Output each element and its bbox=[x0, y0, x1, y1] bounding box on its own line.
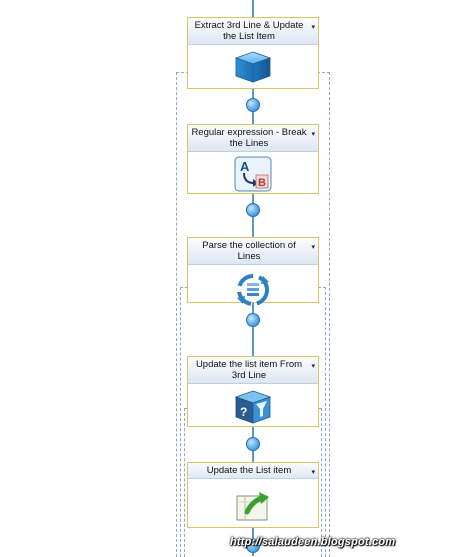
expand-chevron-icon[interactable]: ▾ bbox=[311, 131, 315, 138]
loop-arrows-icon bbox=[237, 274, 269, 306]
activity-body bbox=[188, 479, 318, 531]
blue-box-icon bbox=[234, 51, 272, 83]
expand-chevron-icon[interactable]: ▾ bbox=[311, 363, 315, 370]
activity-parse-collection[interactable]: Parse the collection of Lines ▾ bbox=[187, 237, 319, 306]
green-arrow-document-icon bbox=[236, 492, 269, 521]
activity-header[interactable]: Regular expression - Break the Lines ▾ bbox=[188, 125, 318, 152]
blog-watermark: http://salaudeen.blogspot.com bbox=[230, 536, 396, 548]
connector-drop-point[interactable] bbox=[246, 539, 260, 553]
expand-chevron-icon[interactable]: ▾ bbox=[311, 244, 315, 251]
connector-drop-point[interactable] bbox=[246, 98, 260, 112]
activity-title: Update the list item From 3rd Line bbox=[195, 359, 303, 381]
activity-update-from-3rd-line[interactable]: Update the list item From 3rd Line ▾ ? bbox=[187, 356, 319, 427]
svg-text:B: B bbox=[258, 177, 266, 189]
activity-body bbox=[188, 45, 318, 89]
svg-text:?: ? bbox=[240, 405, 247, 419]
activity-title: Parse the collection of Lines bbox=[202, 240, 296, 262]
activity-title: Regular expression - Break the Lines bbox=[191, 127, 307, 149]
activity-title: Update the List item bbox=[206, 465, 292, 476]
activity-title: Extract 3rd Line & Update the List Item bbox=[194, 20, 304, 42]
activity-body bbox=[188, 265, 318, 315]
activity-update-list-item[interactable]: Update the List item ▾ bbox=[187, 462, 319, 528]
activity-regular-expression[interactable]: Regular expression - Break the Lines ▾ A… bbox=[187, 124, 319, 194]
connector-drop-point[interactable] bbox=[246, 313, 260, 327]
activity-header[interactable]: Extract 3rd Line & Update the List Item … bbox=[188, 18, 318, 45]
connector-drop-point[interactable] bbox=[246, 203, 260, 217]
expand-chevron-icon[interactable]: ▾ bbox=[311, 24, 315, 31]
activity-header[interactable]: Parse the collection of Lines ▾ bbox=[188, 238, 318, 265]
activity-header[interactable]: Update the list item From 3rd Line ▾ bbox=[188, 357, 318, 384]
expand-chevron-icon[interactable]: ▾ bbox=[311, 469, 315, 476]
regex-a-to-b-icon: A B bbox=[234, 156, 272, 192]
connector-drop-point[interactable] bbox=[246, 437, 260, 451]
activity-body: A B bbox=[188, 152, 318, 196]
activity-body: ? bbox=[188, 384, 318, 429]
question-filter-box-icon: ? bbox=[234, 390, 272, 424]
svg-text:A: A bbox=[240, 159, 250, 174]
activity-extract-3rd-line[interactable]: Extract 3rd Line & Update the List Item … bbox=[187, 17, 319, 89]
activity-header[interactable]: Update the List item ▾ bbox=[188, 463, 318, 479]
